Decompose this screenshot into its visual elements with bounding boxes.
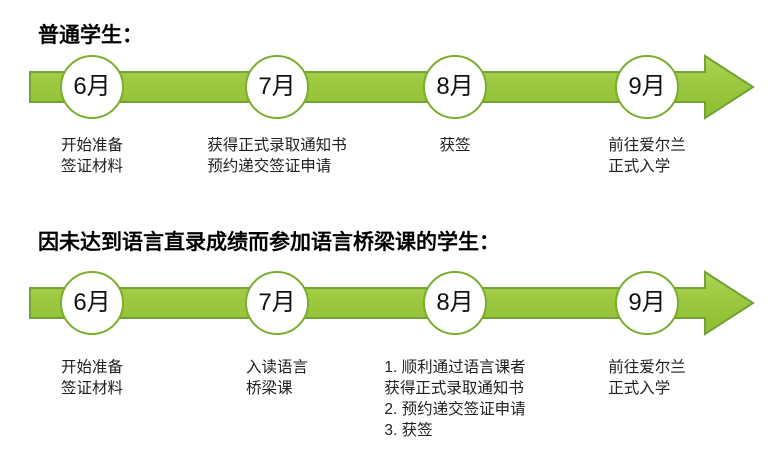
arrow-shape <box>29 270 755 336</box>
milestone-description: 1. 顺利通过语言课者 获得正式录取通知书 2. 预约递交签证申请 3. 获签 <box>384 359 526 439</box>
milestone-month: 6月 <box>73 73 111 100</box>
milestone-circle: 6月 <box>60 271 124 335</box>
milestone-month: 6月 <box>73 289 111 316</box>
arrow-shape <box>29 54 755 120</box>
timeline-arrow <box>29 54 755 120</box>
milestone-description: 获签 <box>439 137 471 154</box>
milestone-circle: 7月 <box>245 55 309 119</box>
milestone-month: 9月 <box>628 289 666 316</box>
milestone-month: 7月 <box>258 73 296 100</box>
milestone-description: 获得正式录取通知书 预约递交签证申请 <box>207 137 347 175</box>
milestone-circle: 8月 <box>423 271 487 335</box>
milestone-description: 开始准备 签证材料 <box>60 359 124 397</box>
milestone-month: 8月 <box>436 289 474 316</box>
timeline-title-bridge-course-students: 因未达到语言直录成绩而参加语言桥梁课的学生： <box>38 231 500 254</box>
milestone-month: 7月 <box>258 289 296 316</box>
milestone-description: 前往爱尔兰 正式入学 <box>608 359 686 397</box>
milestone-circle: 9月 <box>615 271 679 335</box>
milestone-circle: 8月 <box>423 55 487 119</box>
milestone-description: 前往爱尔兰 正式入学 <box>608 137 686 175</box>
timeline-title-ordinary-students: 普通学生： <box>38 24 143 47</box>
milestone-circle: 9月 <box>615 55 679 119</box>
milestone-circle: 7月 <box>245 271 309 335</box>
milestone-month: 8月 <box>436 73 474 100</box>
milestone-description: 入读语言 桥梁课 <box>245 359 309 397</box>
milestone-description: 开始准备 签证材料 <box>60 137 124 175</box>
timeline-arrow <box>29 270 755 336</box>
milestone-circle: 6月 <box>60 55 124 119</box>
milestone-month: 9月 <box>628 73 666 100</box>
